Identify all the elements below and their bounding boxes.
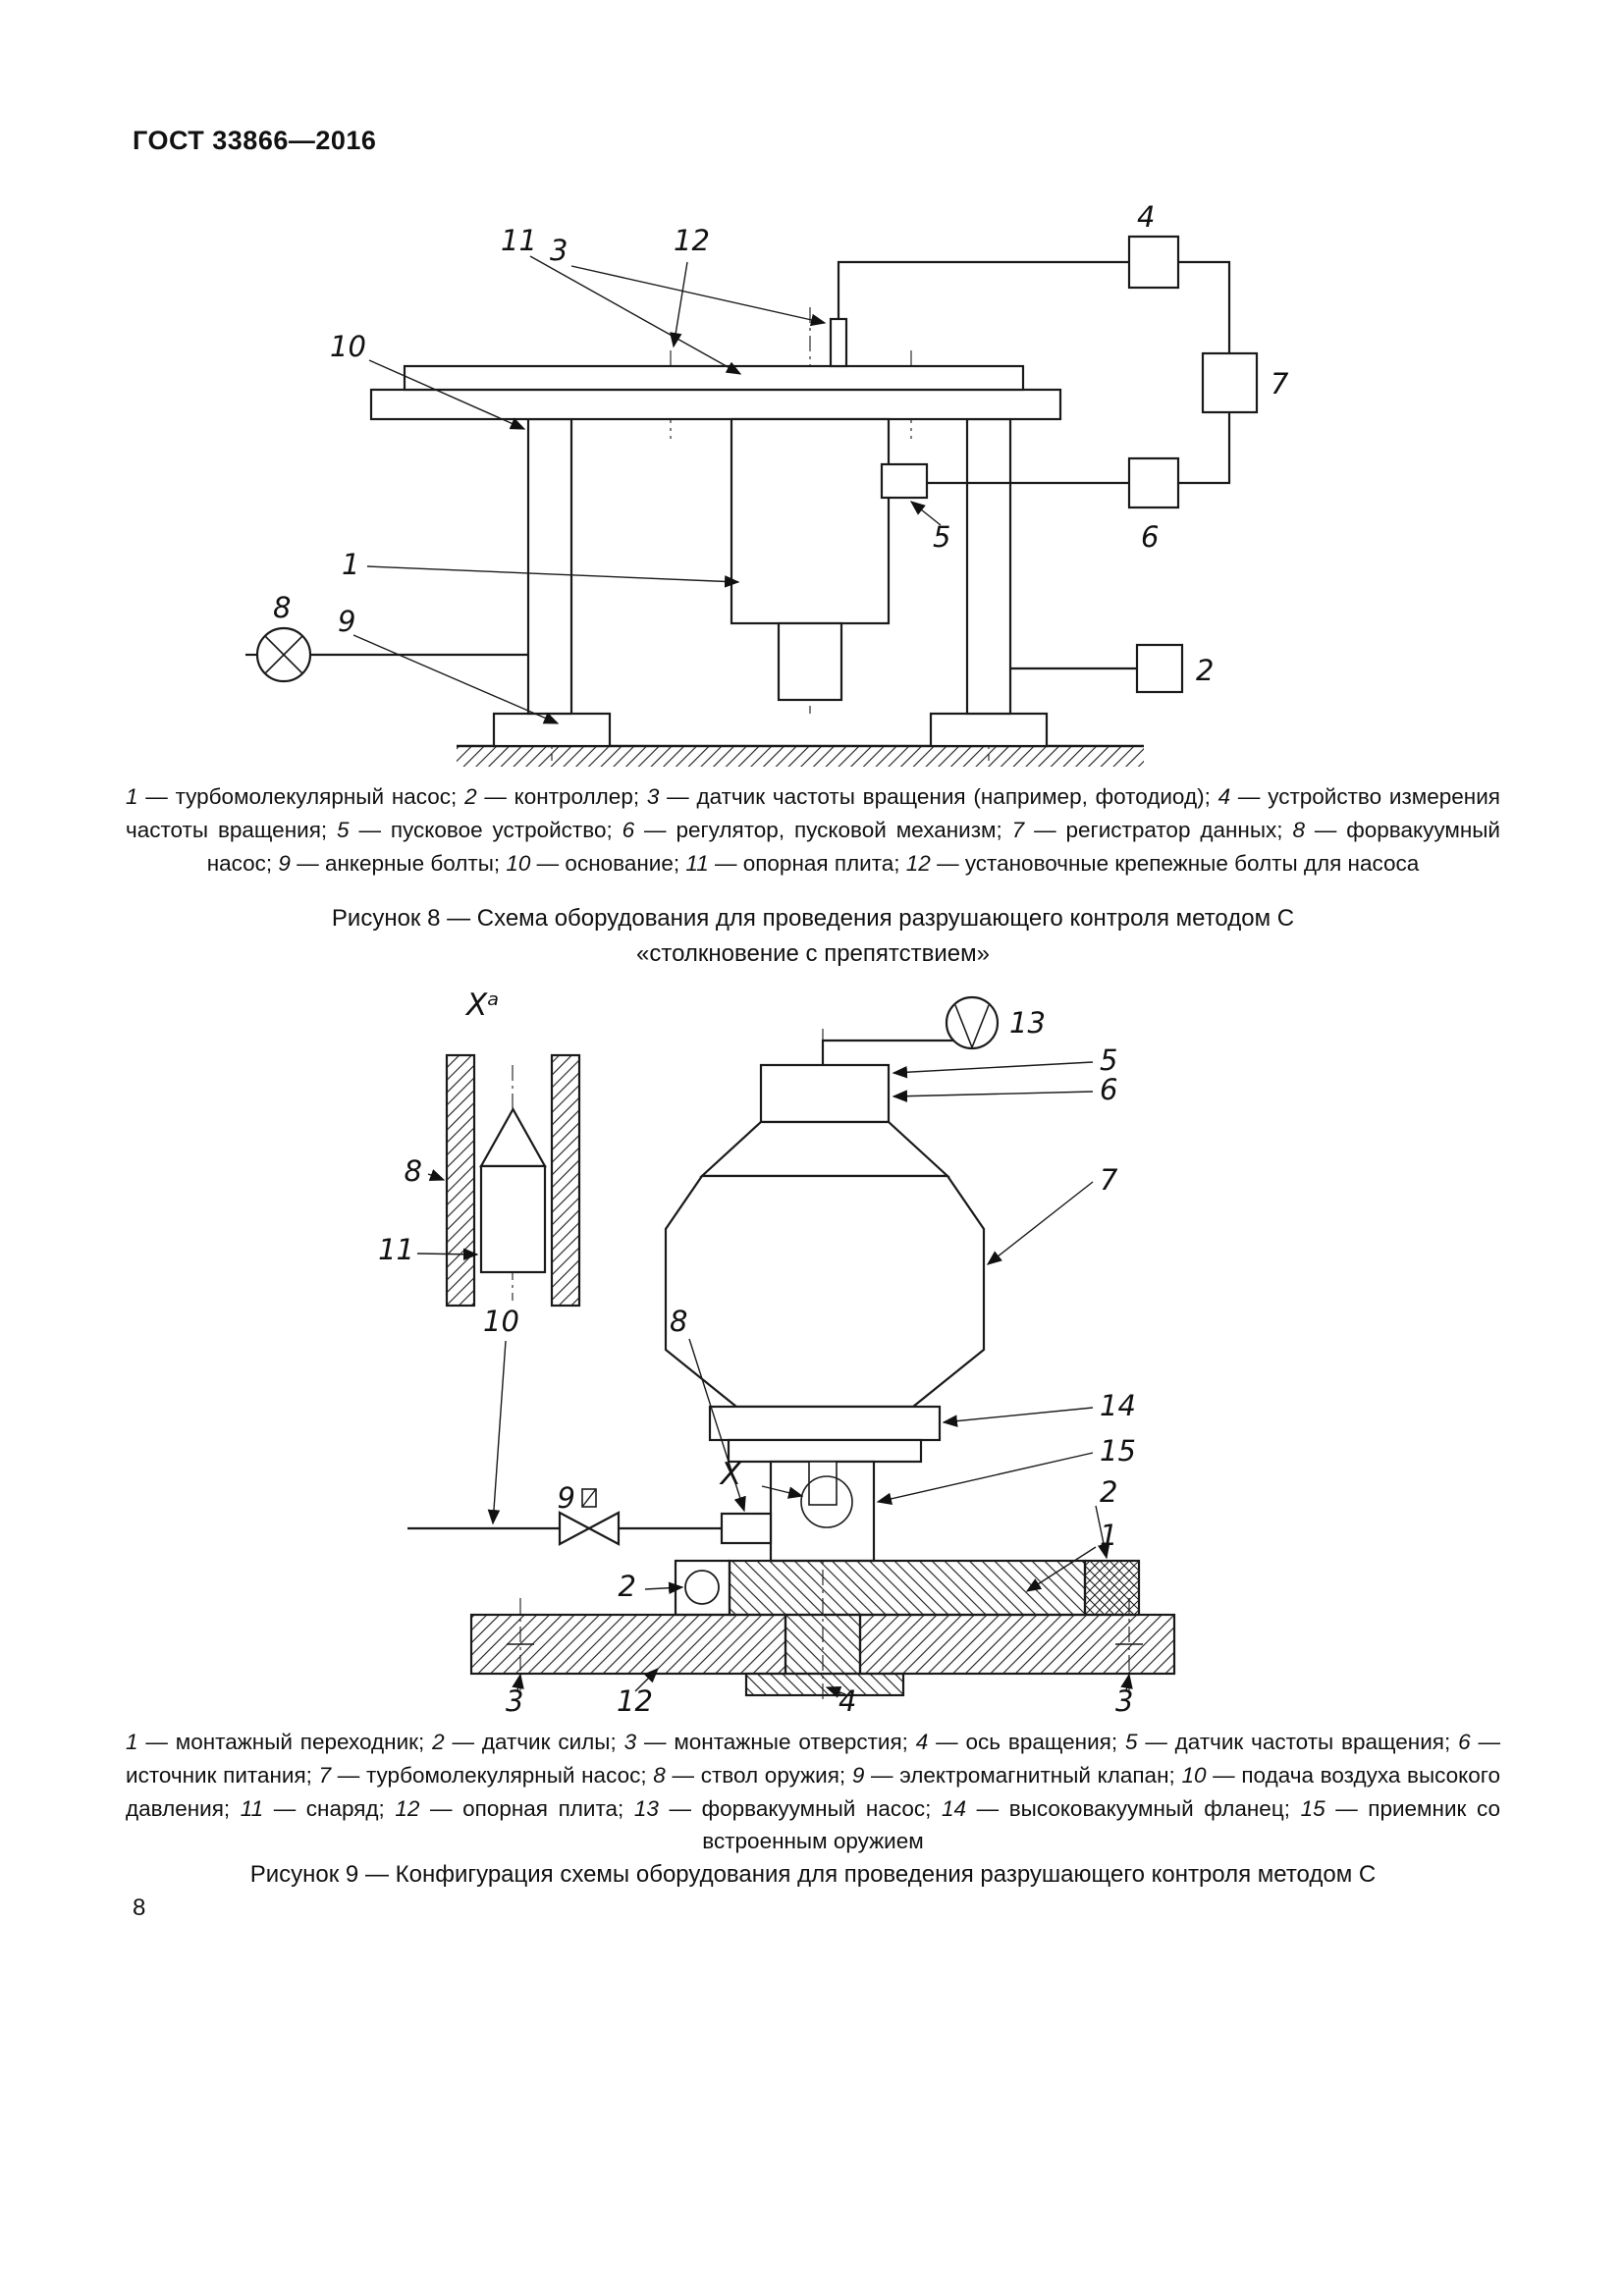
callout-10: 10 bbox=[330, 330, 366, 363]
callout-12: 12 bbox=[674, 224, 710, 257]
force-sensor-left-block bbox=[674, 1559, 731, 1617]
callout-3: 3 bbox=[550, 234, 568, 267]
mounting-adapter bbox=[674, 1559, 1141, 1617]
callout-10: 10 bbox=[483, 1305, 519, 1338]
gun-muzzle bbox=[808, 1461, 838, 1506]
starter-device bbox=[880, 462, 929, 500]
anchor-foot-right bbox=[929, 712, 1049, 748]
gun-barrel-entry bbox=[720, 1512, 773, 1545]
leader-lines bbox=[352, 255, 942, 724]
pump-body bbox=[730, 417, 891, 625]
callout-7: 7 bbox=[1100, 1163, 1118, 1197]
support-rail bbox=[403, 364, 1025, 392]
figure9-legend: 1 — монтажный переходник; 2 — датчик сил… bbox=[126, 1730, 1500, 1854]
callout-3-left: 3 bbox=[506, 1684, 523, 1718]
lower-plate bbox=[744, 1672, 905, 1697]
turbomolecular-pump bbox=[730, 317, 929, 702]
leader-lines bbox=[416, 1061, 1133, 1698]
callout-5: 5 bbox=[933, 520, 950, 554]
column-right bbox=[965, 417, 1012, 716]
detail-x-marker: X bbox=[719, 1457, 742, 1492]
callout-6: 6 bbox=[1141, 520, 1159, 554]
callout-12: 12 bbox=[617, 1684, 653, 1718]
speed-measuring-device bbox=[1127, 235, 1180, 290]
callout-14: 14 bbox=[1100, 1389, 1136, 1422]
figure9-diagram: Xᵃ 13 5 6 7 14 15 2 1 10 8 9 2 X 8 11 3 … bbox=[378, 988, 1176, 1718]
force-sensor-right-block bbox=[1083, 1559, 1141, 1617]
controller-box bbox=[1135, 643, 1184, 694]
barrel-wall-left bbox=[445, 1053, 476, 1308]
base-plate bbox=[469, 1598, 1176, 1697]
instrumentation-wiring bbox=[837, 235, 1259, 694]
callout-7: 7 bbox=[1271, 367, 1289, 400]
callout-15: 15 bbox=[1100, 1434, 1136, 1468]
turbomolecular-pump-body bbox=[664, 1174, 986, 1409]
air-supply-line bbox=[407, 1488, 773, 1546]
callout-2-right: 2 bbox=[1100, 1475, 1117, 1509]
support-frame bbox=[369, 364, 1062, 748]
callout-13: 13 bbox=[1009, 1006, 1046, 1040]
callout-11: 11 bbox=[378, 1233, 414, 1266]
callout-8-inset: 8 bbox=[405, 1154, 422, 1188]
callout-6: 6 bbox=[1100, 1073, 1117, 1106]
pump-lower-body bbox=[777, 621, 843, 702]
barrel-wall-right bbox=[550, 1053, 581, 1308]
ground-hatch bbox=[457, 744, 1144, 767]
adapter-block bbox=[728, 1559, 1087, 1617]
support-plate bbox=[369, 388, 1062, 421]
projectile-body bbox=[479, 1164, 547, 1274]
vacuum-assembly bbox=[664, 1063, 986, 1563]
figure8-caption-line1: Рисунок 8 — Схема оборудования для прове… bbox=[331, 905, 1295, 932]
detail-x-circle bbox=[800, 1475, 853, 1528]
callout-2: 2 bbox=[1196, 654, 1214, 687]
pump-shoulder bbox=[699, 1120, 950, 1178]
callout-3-right: 3 bbox=[1115, 1684, 1133, 1718]
column-left bbox=[526, 417, 573, 716]
callout-4: 4 bbox=[1137, 201, 1155, 234]
callout-5: 5 bbox=[1100, 1043, 1117, 1077]
callout-1: 1 bbox=[1100, 1519, 1117, 1552]
backing-pump-symbol bbox=[821, 995, 1000, 1065]
regulator-starter bbox=[1127, 456, 1180, 509]
data-logger bbox=[1201, 351, 1259, 414]
figure8-legend: 1 — турбомолекулярный насос; 2 — контрол… bbox=[126, 784, 1500, 876]
flange-spacer bbox=[727, 1438, 923, 1464]
callout-9: 9 bbox=[338, 605, 355, 638]
callout-11: 11 bbox=[501, 224, 537, 257]
callout-8: 8 bbox=[273, 591, 291, 624]
detail-x-reference: Xᵃ bbox=[464, 988, 499, 1023]
callout-9: 9 bbox=[558, 1481, 575, 1515]
figure8-caption: Рисунок 8 — Схема оборудования для прове… bbox=[126, 901, 1500, 972]
figure8-caption-line2: «столкновение с препятствием» bbox=[636, 940, 990, 967]
valve-left-triangle bbox=[558, 1511, 592, 1546]
callout-1: 1 bbox=[342, 548, 359, 581]
valve-right-triangle bbox=[586, 1511, 621, 1546]
projectile-nose bbox=[479, 1106, 547, 1168]
adapter-boss bbox=[784, 1613, 862, 1676]
backing-pump-symbol bbox=[245, 626, 528, 683]
speed-sensor bbox=[829, 317, 848, 368]
callout-4: 4 bbox=[839, 1684, 856, 1718]
page-number: 8 bbox=[133, 1895, 146, 1921]
figure8-diagram: 11 3 12 10 1 5 8 9 4 7 6 2 bbox=[245, 201, 1289, 767]
force-sensor-left bbox=[684, 1570, 720, 1605]
high-vacuum-flange bbox=[708, 1405, 942, 1442]
callout-8-main: 8 bbox=[670, 1305, 687, 1338]
anchor-foot-left bbox=[492, 712, 612, 748]
figure9-caption: Рисунок 9 — Конфигурация схемы оборудова… bbox=[249, 1861, 1377, 1888]
callout-2-left: 2 bbox=[619, 1570, 636, 1603]
document-header: ГОСТ 33866—2016 bbox=[133, 126, 377, 155]
sensor-power-cap bbox=[759, 1063, 891, 1124]
detail-x-inset bbox=[445, 1053, 581, 1308]
